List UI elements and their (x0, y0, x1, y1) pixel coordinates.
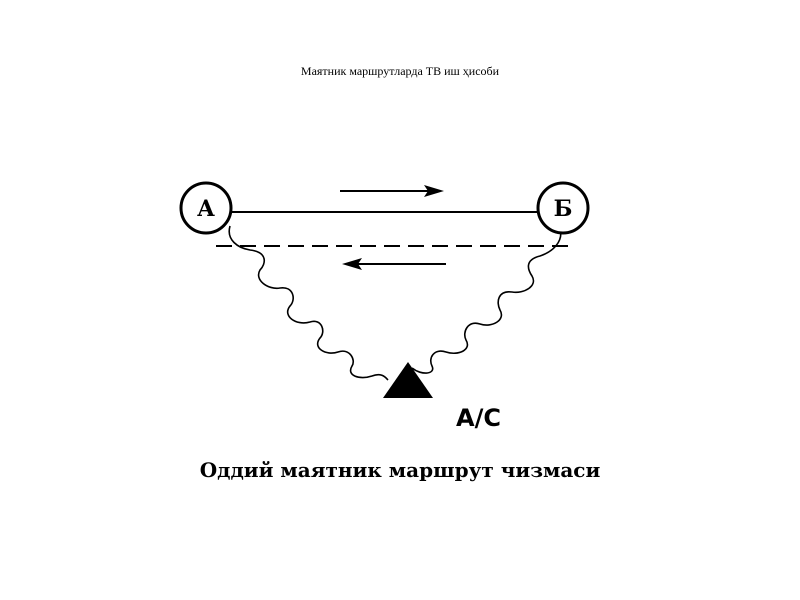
diagram-caption: Оддий маятник маршрут чизмаси (199, 458, 601, 482)
terminal-label: А/С (456, 404, 501, 432)
backward-arrow-icon (342, 258, 446, 270)
wavy-link-b-depot (411, 227, 562, 374)
node-b: Б (536, 181, 590, 235)
node-a: А (179, 181, 233, 235)
wavy-link-a-depot (228, 225, 389, 381)
forward-arrow-icon (340, 185, 444, 197)
node-a-label: А (197, 196, 215, 222)
node-b-label: Б (554, 196, 573, 222)
page-title: Маятник маршрутларда ТВ иш ҳисоби (300, 64, 500, 78)
depot-triangle-icon (383, 362, 433, 398)
